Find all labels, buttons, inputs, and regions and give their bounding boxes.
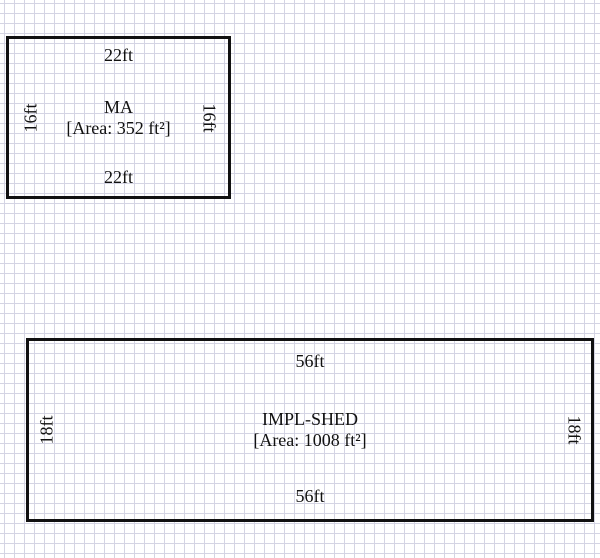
top-dimension: 22ft [104, 45, 133, 65]
room-label: MA [Area: 352 ft²] [66, 97, 170, 139]
right-dimension: 16ft [199, 103, 220, 132]
room-ma[interactable]: 22ft 22ft 16ft 16ft MA [Area: 352 ft²] [6, 36, 231, 199]
room-name: MA [103, 96, 134, 117]
room-area: [Area: 352 ft²] [66, 117, 171, 138]
bottom-dimension: 56ft [295, 486, 325, 506]
room-label: IMPL-SHED [Area: 1008 ft²] [253, 409, 366, 451]
left-dimension: 16ft [20, 103, 41, 132]
right-dimension: 18ft [564, 415, 585, 445]
room-impl-shed[interactable]: 56ft 56ft 18ft 18ft IMPL-SHED [Area: 100… [26, 338, 594, 522]
room-area: [Area: 1008 ft²] [253, 430, 367, 450]
top-dimension: 56ft [295, 351, 325, 371]
left-dimension: 18ft [36, 415, 57, 445]
room-name: IMPL-SHED [261, 409, 359, 429]
bottom-dimension: 22ft [104, 167, 133, 187]
